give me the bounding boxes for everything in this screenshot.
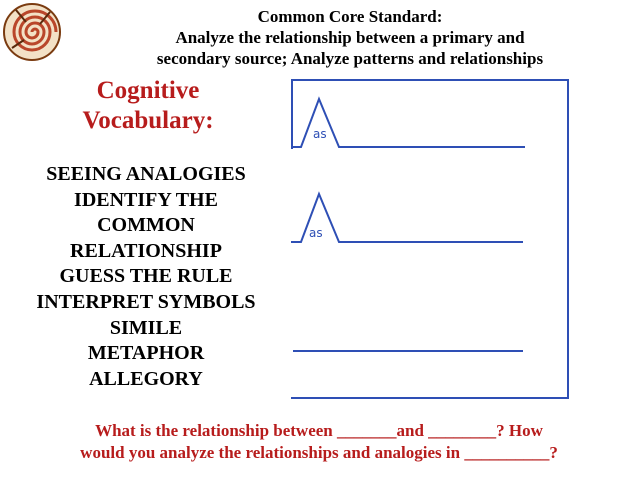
vocabulary-list: SEEING ANALOGIES IDENTIFY THE COMMON REL… <box>2 162 290 392</box>
vocab-item: IDENTIFY THE <box>74 188 218 211</box>
vocab-item: GUESS THE RULE <box>59 265 233 288</box>
vocab-item: SEEING ANALOGIES <box>46 163 246 185</box>
frame-top-edge <box>291 79 567 81</box>
analogy-frame <box>291 79 569 399</box>
vocab-title-line-2: Vocabulary: <box>82 107 214 134</box>
vocab-item: ALLEGORY <box>89 367 203 390</box>
spiral-logo-icon <box>2 2 62 62</box>
cognitive-vocabulary-title: Cognitive Vocabulary: <box>30 76 266 136</box>
frame-left-stub <box>291 79 293 149</box>
vocab-item: INTERPRET SYMBOLS <box>36 290 256 313</box>
analogy-line-2: as <box>291 190 527 245</box>
analogy-line-1: as <box>291 95 527 150</box>
common-core-standard-header: Common Core Standard: Analyze the relati… <box>70 6 630 69</box>
as-label-1: as <box>313 127 327 141</box>
vocab-item: RELATIONSHIP <box>70 239 222 262</box>
relationship-question: What is the relationship between _______… <box>0 420 638 464</box>
vocab-title-line-1: Cognitive <box>96 77 200 104</box>
header-line-2: Analyze the relationship between a prima… <box>175 28 525 47</box>
header-line-3: secondary source; Analyze patterns and r… <box>156 49 544 68</box>
answer-line <box>293 350 523 352</box>
vocab-item: METAPHOR <box>87 342 205 365</box>
as-label-2: as <box>309 226 323 240</box>
header-line-1: Common Core Standard: <box>257 7 443 26</box>
question-line-2: would you analyze the relationships and … <box>80 443 558 462</box>
question-line-1: What is the relationship between _______… <box>95 421 543 440</box>
vocab-item: COMMON <box>97 214 195 237</box>
vocab-item: SIMILE <box>109 316 183 339</box>
